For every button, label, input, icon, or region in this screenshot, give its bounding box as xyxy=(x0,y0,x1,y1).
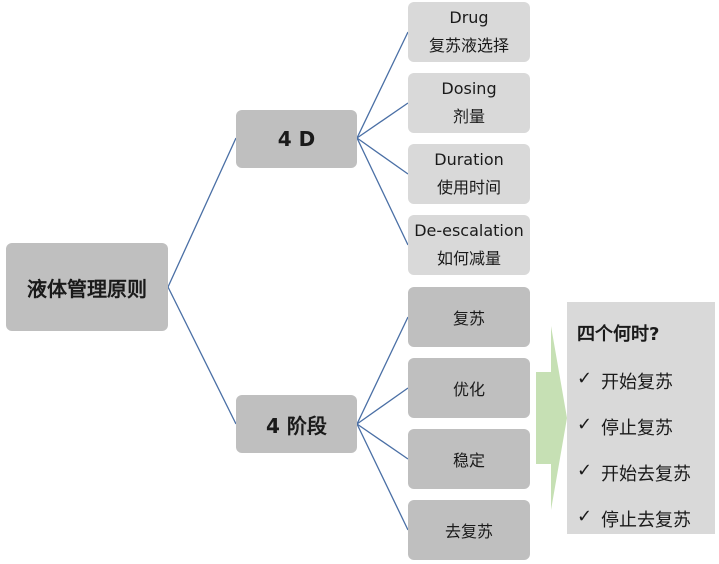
leaf-duration-en: Duration xyxy=(434,150,504,169)
four-when-item-label: 开始去复苏 xyxy=(601,464,691,485)
green-arrow xyxy=(536,326,567,510)
leaf-deescalation-zh: 如何减量 xyxy=(436,249,501,268)
connector-4d-drug xyxy=(356,31,409,139)
four-when-item: ✓ 开始去复苏 xyxy=(577,460,715,506)
connector-root-stages xyxy=(167,286,237,425)
leaf-stage-label: 优化 xyxy=(452,380,485,399)
four-stages-node: 4 阶段 xyxy=(236,395,357,453)
check-icon: ✓ xyxy=(577,506,593,527)
leaf-drug: Drug 复苏液选择 xyxy=(408,2,530,62)
leaf-stage-label: 去复苏 xyxy=(444,522,493,541)
leaf-deescalation-en: De-escalation xyxy=(414,221,524,240)
four-when-item-label: 开始复苏 xyxy=(601,372,673,393)
four-when-panel: 四个何时? ✓ 开始复苏 ✓ 停止复苏 ✓ 开始去复苏 ✓ 停止去复苏 xyxy=(567,302,715,534)
leaf-stage-stabilization: 稳定 xyxy=(408,429,530,489)
four-when-item: ✓ 开始复苏 xyxy=(577,368,715,414)
leaf-dosing-en: Dosing xyxy=(441,79,497,98)
leaf-stage-label: 稳定 xyxy=(452,451,485,470)
four-when-item: ✓ 停止复苏 xyxy=(577,414,715,460)
connector-4d-dosing xyxy=(356,102,409,139)
four-d-node: 4 D xyxy=(236,110,357,168)
leaf-drug-zh: 复苏液选择 xyxy=(428,36,509,55)
leaf-stage-optimization: 优化 xyxy=(408,358,530,418)
leaf-dosing: Dosing 剂量 xyxy=(408,73,530,133)
root-label: 液体管理原则 xyxy=(27,276,147,301)
connector-stages-1 xyxy=(356,316,409,425)
check-icon: ✓ xyxy=(577,414,593,435)
leaf-dosing-zh: 剂量 xyxy=(452,107,485,126)
leaf-drug-en: Drug xyxy=(449,8,489,27)
four-when-item: ✓ 停止去复苏 xyxy=(577,506,715,552)
check-icon: ✓ xyxy=(577,460,593,481)
four-stages-label: 4 阶段 xyxy=(266,413,327,438)
four-d-label: 4 D xyxy=(277,127,316,151)
connector-stages-3 xyxy=(356,423,409,460)
connector-4d-deescalation xyxy=(356,137,409,246)
connector-stages-2 xyxy=(356,387,409,425)
four-when-item-label: 停止去复苏 xyxy=(601,510,691,531)
leaf-deescalation: De-escalation 如何减量 xyxy=(408,215,530,275)
leaf-stage-deresuscitation: 去复苏 xyxy=(408,500,530,560)
connector-4d-duration xyxy=(356,137,409,175)
root-node: 液体管理原则 xyxy=(6,243,168,331)
leaf-stage-resuscitation: 复苏 xyxy=(408,287,530,347)
leaf-duration-zh: 使用时间 xyxy=(436,178,501,197)
connector-root-4d xyxy=(167,137,237,288)
four-when-title: 四个何时? xyxy=(577,324,660,345)
leaf-duration: Duration 使用时间 xyxy=(408,144,530,204)
connector-stages-4 xyxy=(356,423,409,531)
check-icon: ✓ xyxy=(577,368,593,389)
four-when-item-label: 停止复苏 xyxy=(601,418,673,439)
leaf-stage-label: 复苏 xyxy=(452,309,485,328)
